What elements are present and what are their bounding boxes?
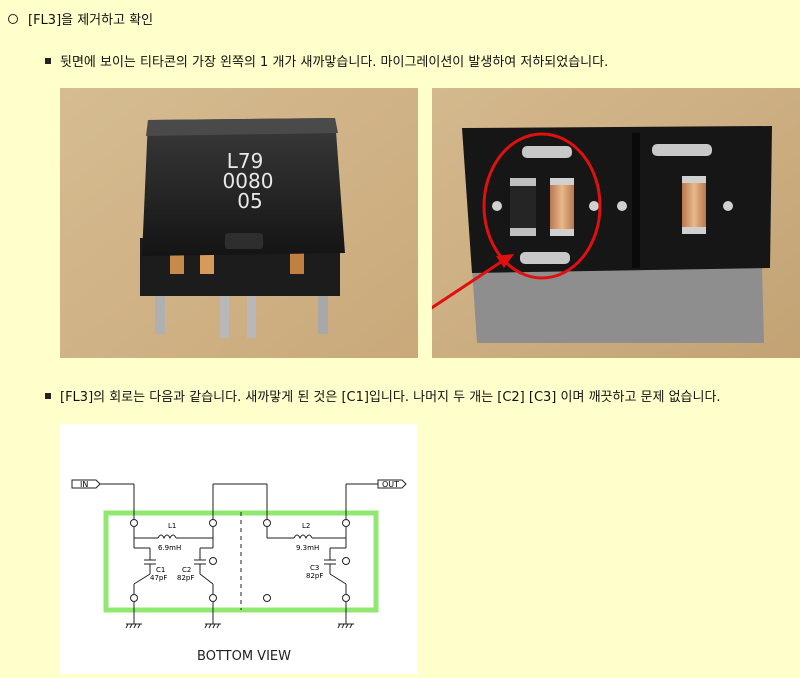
diagram-caption: BOTTOM VIEW [197, 649, 291, 664]
bullet-text: [FL3]의 회로는 다음과 같습니다. 새까맣게 된 것은 [C1]입니다. … [60, 390, 721, 405]
section-title: [FL3]을 제거하고 확인 [28, 13, 154, 28]
l2-label: L2 [302, 522, 310, 530]
bullet-text: 뒷면에 보이는 티타콘의 가장 왼쪽의 1 개가 새까맣습니다. 마이그레이션이… [60, 55, 609, 70]
ground-icon [125, 602, 354, 629]
l1-label: L1 [168, 522, 176, 530]
l1-value: 6.9mH [158, 544, 181, 552]
marking-line-2: 0080 [223, 169, 274, 193]
c1-label: C1 [156, 566, 165, 574]
l2-value: 9.3mH [296, 544, 319, 552]
inductor-l2-icon [293, 534, 313, 540]
circle-bullet-icon [8, 13, 18, 24]
square-bullet-icon [45, 57, 51, 64]
list-item: [FL3]의 회로는 다음과 같습니다. 새까맣게 된 것은 [C1]입니다. … [45, 386, 721, 405]
out-tag-icon [377, 479, 407, 489]
c2-value: 82pF [177, 574, 194, 582]
section-heading: [FL3]을 제거하고 확인 [8, 9, 153, 28]
square-bullet-icon [45, 392, 51, 399]
arrow-line [432, 258, 505, 310]
marking-line-3: 05 [237, 189, 262, 213]
component-back-photo [432, 88, 800, 358]
c3-value: 82pF [306, 572, 323, 580]
c1-value: 47pF [150, 574, 167, 582]
marking-line-1: L79 [227, 149, 264, 173]
arrow-head-icon [496, 254, 514, 268]
out-label: OUT [382, 480, 399, 489]
inductor-l1-icon [157, 534, 177, 540]
c3-label: C3 [310, 564, 319, 572]
in-label: IN [80, 480, 88, 489]
circuit-diagram: IN OUT L1 [60, 424, 417, 674]
in-tag-icon [71, 479, 101, 489]
list-item: 뒷면에 보이는 티타콘의 가장 왼쪽의 1 개가 새까맣습니다. 마이그레이션이… [45, 51, 608, 70]
highlight-circle [482, 132, 602, 280]
component-front-photo: L79 0080 05 [60, 88, 418, 358]
c2-label: C2 [182, 566, 191, 574]
